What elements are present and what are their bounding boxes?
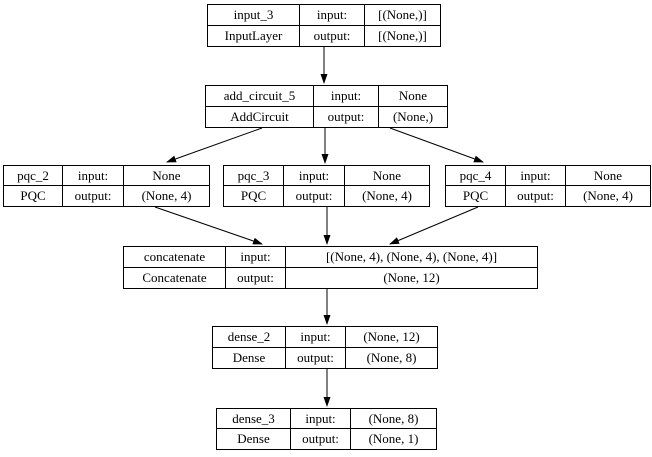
node-type: InputLayer: [208, 25, 300, 46]
node-type: PQC: [224, 186, 284, 206]
node-pqc_2: pqc_2 input: None PQC output: (None, 4): [3, 165, 210, 207]
node-type: AddCircuit: [206, 106, 314, 127]
output-label: output:: [63, 186, 124, 206]
input-shape: (None, 12): [346, 327, 437, 348]
node-name: input_3: [208, 5, 300, 26]
input-shape: [(None, 4), (None, 4), (None, 4)]: [286, 247, 537, 268]
input-shape: None: [379, 86, 447, 107]
input-shape: None: [124, 166, 209, 186]
output-shape: (None, 4): [583, 188, 633, 203]
node-input_3: input_3 input: [(None,)] InputLayer outp…: [207, 4, 441, 47]
input-label: input:: [506, 166, 566, 186]
node-dense_2: dense_2 input: (None, 12) Dense output: …: [212, 326, 438, 369]
node-dense_3: dense_3 input: (None, 8) Dense output: (…: [216, 408, 437, 450]
node-type: Concatenate: [124, 267, 226, 288]
input-label: input:: [314, 86, 379, 107]
output-label: output:: [284, 186, 345, 206]
input-shape: [(None,)]: [365, 5, 440, 26]
node-name: pqc_2: [4, 166, 63, 186]
input-shape: None: [566, 166, 650, 186]
node-pqc_3: pqc_3 input: None PQC output: (None, 4): [223, 165, 430, 207]
output-label: output:: [226, 267, 286, 288]
edge-add_circuit_5-pqc_4: [389, 127, 484, 163]
input-shape: None: [345, 166, 429, 186]
edge-add_circuit_5-pqc_2: [166, 127, 263, 163]
node-type: PQC: [4, 186, 63, 206]
node-name: dense_2: [213, 327, 286, 348]
node-name: dense_3: [217, 409, 291, 429]
input-label: input:: [291, 409, 351, 429]
output-label: output:: [291, 429, 351, 449]
output-label: output:: [506, 186, 566, 206]
output-shape: (None, 1): [368, 431, 419, 446]
output-shape: (None, 4): [141, 188, 192, 203]
node-type: Dense: [213, 347, 286, 368]
edge-pqc_4-concatenate: [389, 206, 479, 245]
node-name: add_circuit_5: [206, 86, 314, 107]
edge-pqc_2-concatenate: [154, 206, 263, 245]
output-shape: [(None,)]: [378, 27, 427, 43]
node-type: PQC: [446, 186, 506, 206]
input-label: input:: [63, 166, 124, 186]
input-label: input:: [300, 5, 365, 26]
node-pqc_4: pqc_4 input: None PQC output: (None, 4): [445, 165, 651, 207]
output-label: output:: [286, 347, 346, 368]
node-concatenate: concatenate input: [(None, 4), (None, 4)…: [123, 246, 538, 289]
output-shape: (None, 8): [366, 349, 417, 365]
output-shape: (None, 4): [362, 188, 412, 203]
output-shape: (None, 12): [383, 269, 440, 285]
node-name: concatenate: [124, 247, 226, 268]
output-shape: (None,): [392, 108, 434, 124]
input-label: input:: [284, 166, 345, 186]
output-label: output:: [314, 106, 379, 127]
node-type: Dense: [217, 429, 291, 449]
input-label: input:: [226, 247, 286, 268]
output-label: output:: [300, 25, 365, 46]
input-shape: (None, 8): [351, 409, 436, 429]
node-name: pqc_4: [446, 166, 506, 186]
node-name: pqc_3: [224, 166, 284, 186]
node-add_circuit_5: add_circuit_5 input: None AddCircuit out…: [205, 85, 448, 128]
input-label: input:: [286, 327, 346, 348]
